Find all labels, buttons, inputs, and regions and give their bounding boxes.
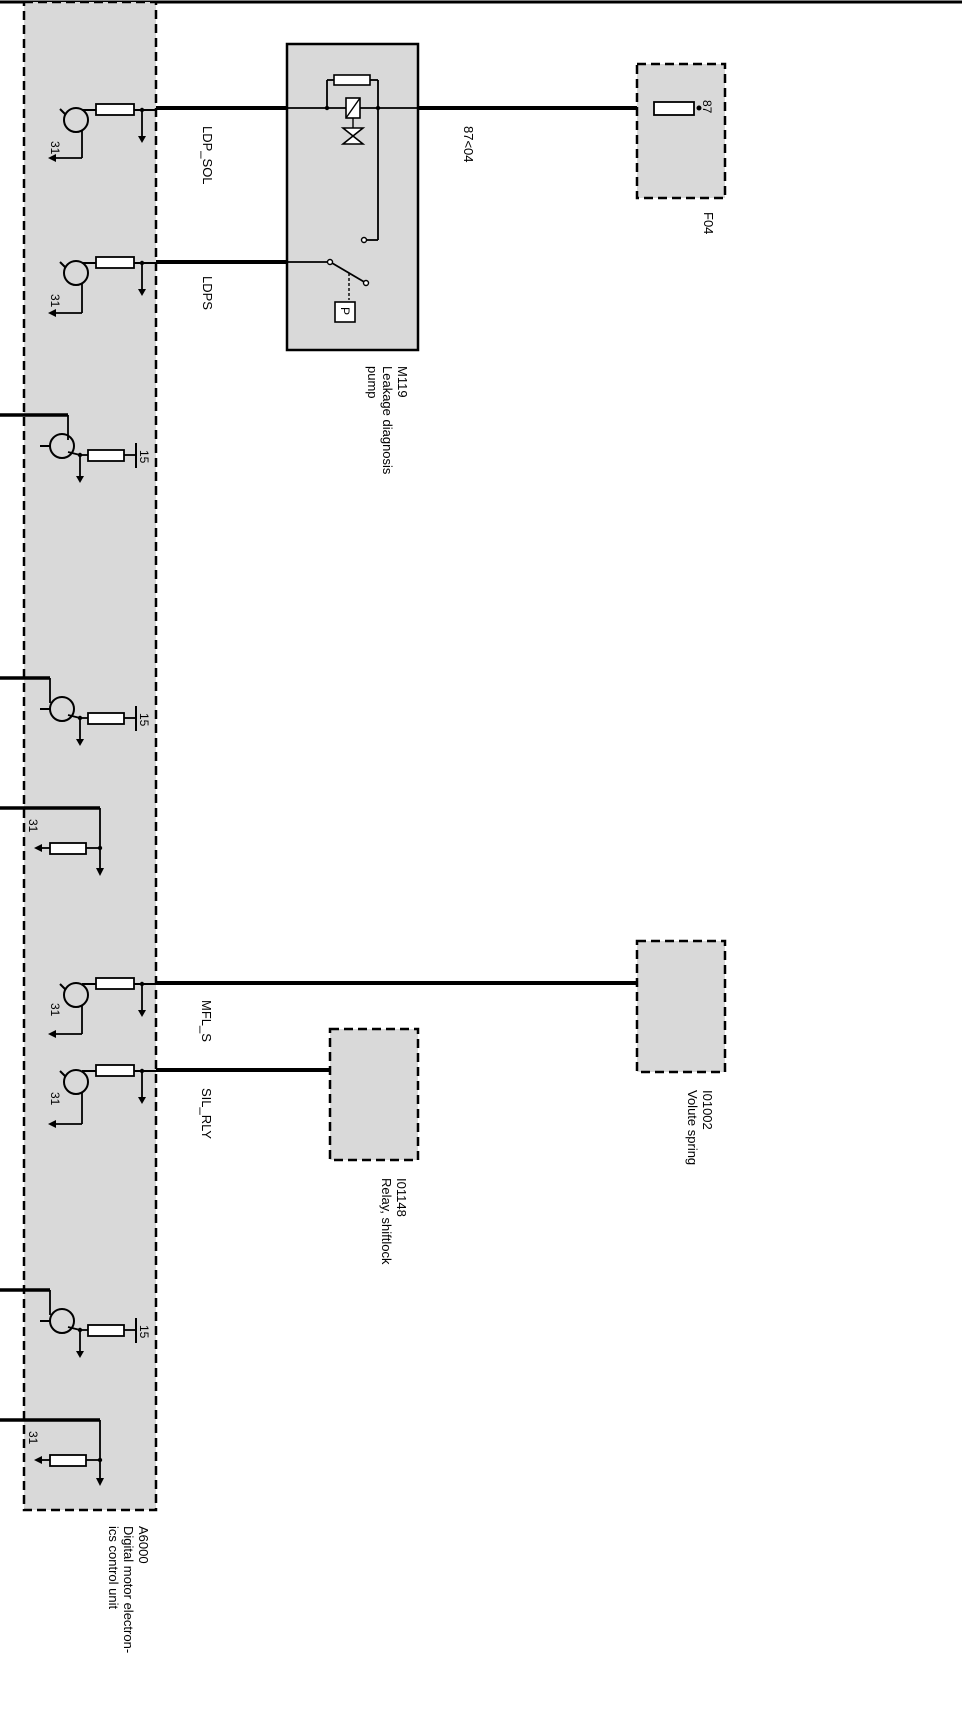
fuse-terminal-label: 87 bbox=[700, 100, 714, 114]
control-unit-id-label: A6000 bbox=[136, 1526, 151, 1564]
signal-label-ldps: LDPS bbox=[200, 276, 215, 310]
pulldown-stage-1: 31 bbox=[0, 806, 104, 876]
signal-label-mfl-s: MFL_S bbox=[199, 1000, 214, 1042]
signal-label-87: 87<04 bbox=[461, 126, 476, 163]
pin-15-label: 15 bbox=[137, 1325, 151, 1339]
arrow-down-icon bbox=[138, 289, 146, 296]
pin-31-label: 31 bbox=[48, 1003, 62, 1017]
pin-31-label: 31 bbox=[26, 819, 40, 833]
relay-box bbox=[328, 1027, 420, 1162]
arrow-down-icon bbox=[76, 476, 84, 483]
ground-icon bbox=[34, 844, 42, 852]
arrow-down-icon bbox=[138, 1010, 146, 1017]
pin-15-label: 15 bbox=[137, 713, 151, 727]
ground-icon bbox=[48, 154, 56, 162]
input-stage-1: 15 bbox=[0, 413, 151, 483]
arrow-down-icon bbox=[96, 1478, 104, 1486]
relay-I01148[interactable] bbox=[328, 1027, 420, 1162]
control-unit-box bbox=[22, 0, 158, 1512]
input-stage-3: 15 bbox=[0, 1288, 151, 1358]
relay-id-label: I01148 bbox=[394, 1178, 409, 1217]
resistor-symbol bbox=[95, 1064, 135, 1077]
pressure-sensor-symbol bbox=[334, 301, 356, 323]
fuse-id-label: F04 bbox=[701, 212, 716, 234]
resistor-symbol bbox=[333, 74, 371, 86]
resistor-symbol bbox=[87, 1324, 125, 1337]
pulldown-stage-2: 31 bbox=[0, 1418, 104, 1486]
resistor-symbol bbox=[95, 103, 135, 116]
transistor-symbol bbox=[63, 982, 89, 1008]
resistor-symbol bbox=[95, 977, 135, 990]
control-unit-A6000[interactable] bbox=[22, 0, 158, 1512]
resistor-symbol bbox=[95, 256, 135, 269]
input-stage-2: 15 bbox=[0, 676, 151, 746]
pump-M119[interactable]: P bbox=[285, 42, 420, 352]
transistor-symbol bbox=[63, 260, 89, 286]
ground-icon bbox=[34, 1456, 42, 1464]
spring-id-label: I01002 bbox=[700, 1090, 715, 1130]
resistor-symbol bbox=[49, 1454, 87, 1467]
resistor-symbol bbox=[87, 712, 125, 725]
control-unit-name-line1: Digital motor electron- bbox=[121, 1526, 136, 1653]
relay-name-label: Relay, shiftlock bbox=[379, 1178, 394, 1265]
spring-box bbox=[635, 939, 727, 1074]
output-driver-sil-rly: 31 bbox=[48, 1064, 156, 1128]
arrow-down-icon bbox=[138, 1097, 146, 1104]
spring-name-label: Volute spring bbox=[685, 1090, 700, 1165]
output-driver-ldps: 31 bbox=[48, 256, 156, 317]
pump-name-line2: pump bbox=[365, 366, 380, 399]
pressure-symbol-label: P bbox=[338, 307, 352, 315]
control-unit-name-line2: ics control unit bbox=[106, 1526, 121, 1609]
arrow-down-icon bbox=[76, 739, 84, 746]
pin-31-label: 31 bbox=[48, 294, 62, 308]
signal-label-ldp-sol: LDP_SOL bbox=[200, 126, 215, 185]
pump-id-label: M119 bbox=[395, 366, 410, 398]
resistor-symbol bbox=[87, 449, 125, 462]
pin-31-label: 31 bbox=[26, 1431, 40, 1445]
pump-name-line1: Leakage diagnosis bbox=[380, 366, 395, 475]
signal-label-sil-rly: SIL_RLY bbox=[199, 1088, 214, 1139]
fuse-symbol bbox=[653, 101, 695, 116]
output-driver-mfl-s: 31 bbox=[48, 977, 156, 1038]
ground-icon bbox=[48, 1120, 56, 1128]
output-driver-ldp-sol: 31 bbox=[48, 103, 156, 162]
pin-31-label: 31 bbox=[48, 1092, 62, 1106]
spring-I01002[interactable] bbox=[635, 939, 727, 1074]
arrow-down-icon bbox=[76, 1351, 84, 1358]
pump-box bbox=[285, 42, 420, 352]
ground-icon bbox=[48, 1030, 56, 1038]
arrow-down-icon bbox=[96, 868, 104, 876]
fuse-F04[interactable]: 87 bbox=[635, 62, 727, 200]
resistor-symbol bbox=[49, 842, 87, 855]
transistor-symbol bbox=[63, 107, 89, 133]
ground-icon bbox=[48, 309, 56, 317]
arrow-down-icon bbox=[138, 136, 146, 143]
transistor-symbol bbox=[63, 1069, 89, 1095]
fuse-box bbox=[635, 62, 727, 200]
pin-15-label: 15 bbox=[137, 450, 151, 464]
pin-31-label: 31 bbox=[48, 141, 62, 155]
